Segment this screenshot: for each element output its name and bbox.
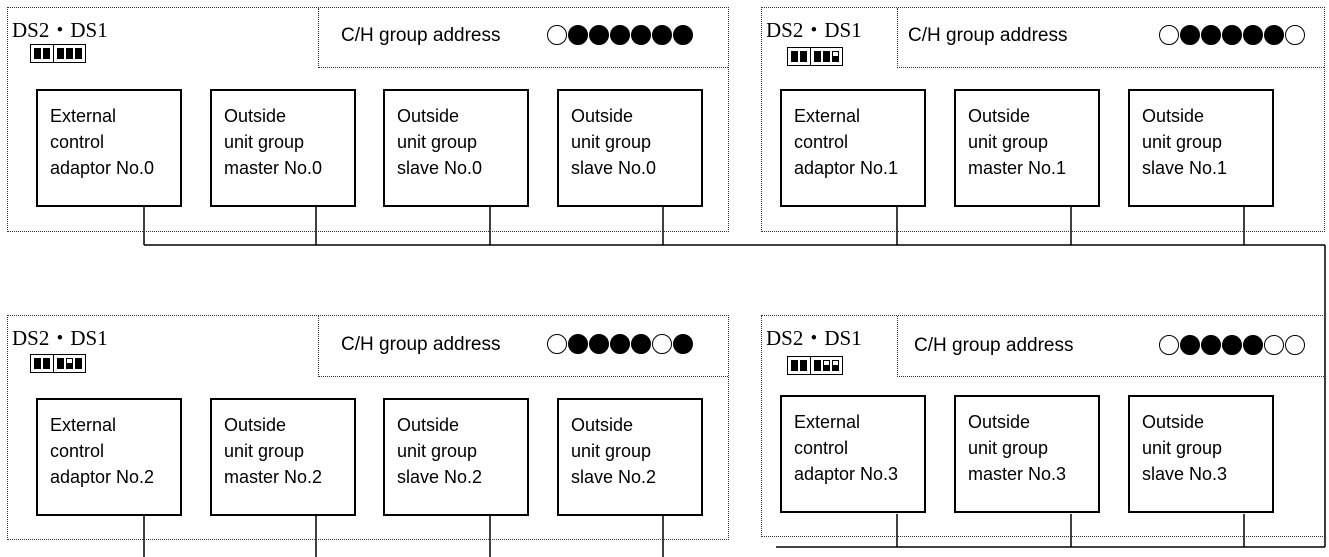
address-bit-on [673,334,693,354]
dip-toggle [832,51,839,62]
address-bit-on [1201,25,1221,45]
address-box: C/H group address [897,8,1324,68]
address-bit-on [568,25,588,45]
dip-switch [30,44,86,63]
dip-switch-label: DS2・DS1 [766,326,862,350]
dip-toggle [791,360,798,371]
address-label: C/H group address [908,25,1068,46]
dip-toggle [800,360,807,371]
address-bit-on [1264,25,1284,45]
dip-toggle [75,48,82,59]
dip-toggle [66,358,73,369]
address-box: C/H group address [318,8,728,68]
address-bit-on [631,25,651,45]
address-bit-on [1180,25,1200,45]
address-bit-on [589,334,609,354]
dip-switch [30,354,86,373]
ds1-switch-bank [53,355,85,372]
ds2-switch-bank [788,48,810,65]
dip-toggle [34,48,41,59]
address-bit-off [547,25,567,45]
address-box: C/H group address [897,316,1324,377]
address-bit-on [568,334,588,354]
address-bit-on [1243,25,1263,45]
address-bit-on [589,25,609,45]
dip-switch-label: DS2・DS1 [766,18,862,42]
address-indicator [547,334,693,354]
address-bit-off [547,334,567,354]
ds1-switch-bank [810,48,842,65]
address-box: C/H group address [318,316,728,377]
ds1-switch-bank [53,45,85,62]
dip-switch-label: DS2・DS1 [12,326,108,350]
dip-toggle [57,358,64,369]
dip-toggle [800,51,807,62]
dip-toggle [34,358,41,369]
ds1-switch-bank [810,357,842,374]
dip-switch [787,47,843,66]
dip-switch-label: DS2・DS1 [12,18,108,42]
ds2-switch-bank [31,45,53,62]
address-indicator [1159,25,1305,45]
address-bit-on [631,334,651,354]
dip-switch [787,356,843,375]
address-bit-on [1180,335,1200,355]
address-bit-on [610,25,630,45]
address-indicator [547,25,693,45]
address-bit-off [1159,25,1179,45]
address-bit-off [1264,335,1284,355]
dip-toggle [66,48,73,59]
address-indicator [1159,335,1305,355]
address-bit-on [1201,335,1221,355]
dip-toggle [57,48,64,59]
dip-toggle [791,51,798,62]
dip-toggle [43,48,50,59]
address-bit-on [1222,25,1242,45]
address-label: C/H group address [341,25,501,46]
dip-toggle [823,51,830,62]
address-bit-off [1159,335,1179,355]
address-bit-on [1222,335,1242,355]
ds2-switch-bank [788,357,810,374]
dip-toggle [814,51,821,62]
address-bit-on [1243,335,1263,355]
dip-toggle [823,360,830,371]
address-label: C/H group address [341,334,501,355]
address-bit-off [652,334,672,354]
address-bit-on [652,25,672,45]
address-label: C/H group address [914,335,1074,356]
address-bit-off [1285,25,1305,45]
address-bit-off [1285,335,1305,355]
dip-toggle [43,358,50,369]
dip-toggle [75,358,82,369]
address-bit-on [673,25,693,45]
address-bit-on [610,334,630,354]
dip-toggle [832,360,839,371]
dip-toggle [814,360,821,371]
ds2-switch-bank [31,355,53,372]
